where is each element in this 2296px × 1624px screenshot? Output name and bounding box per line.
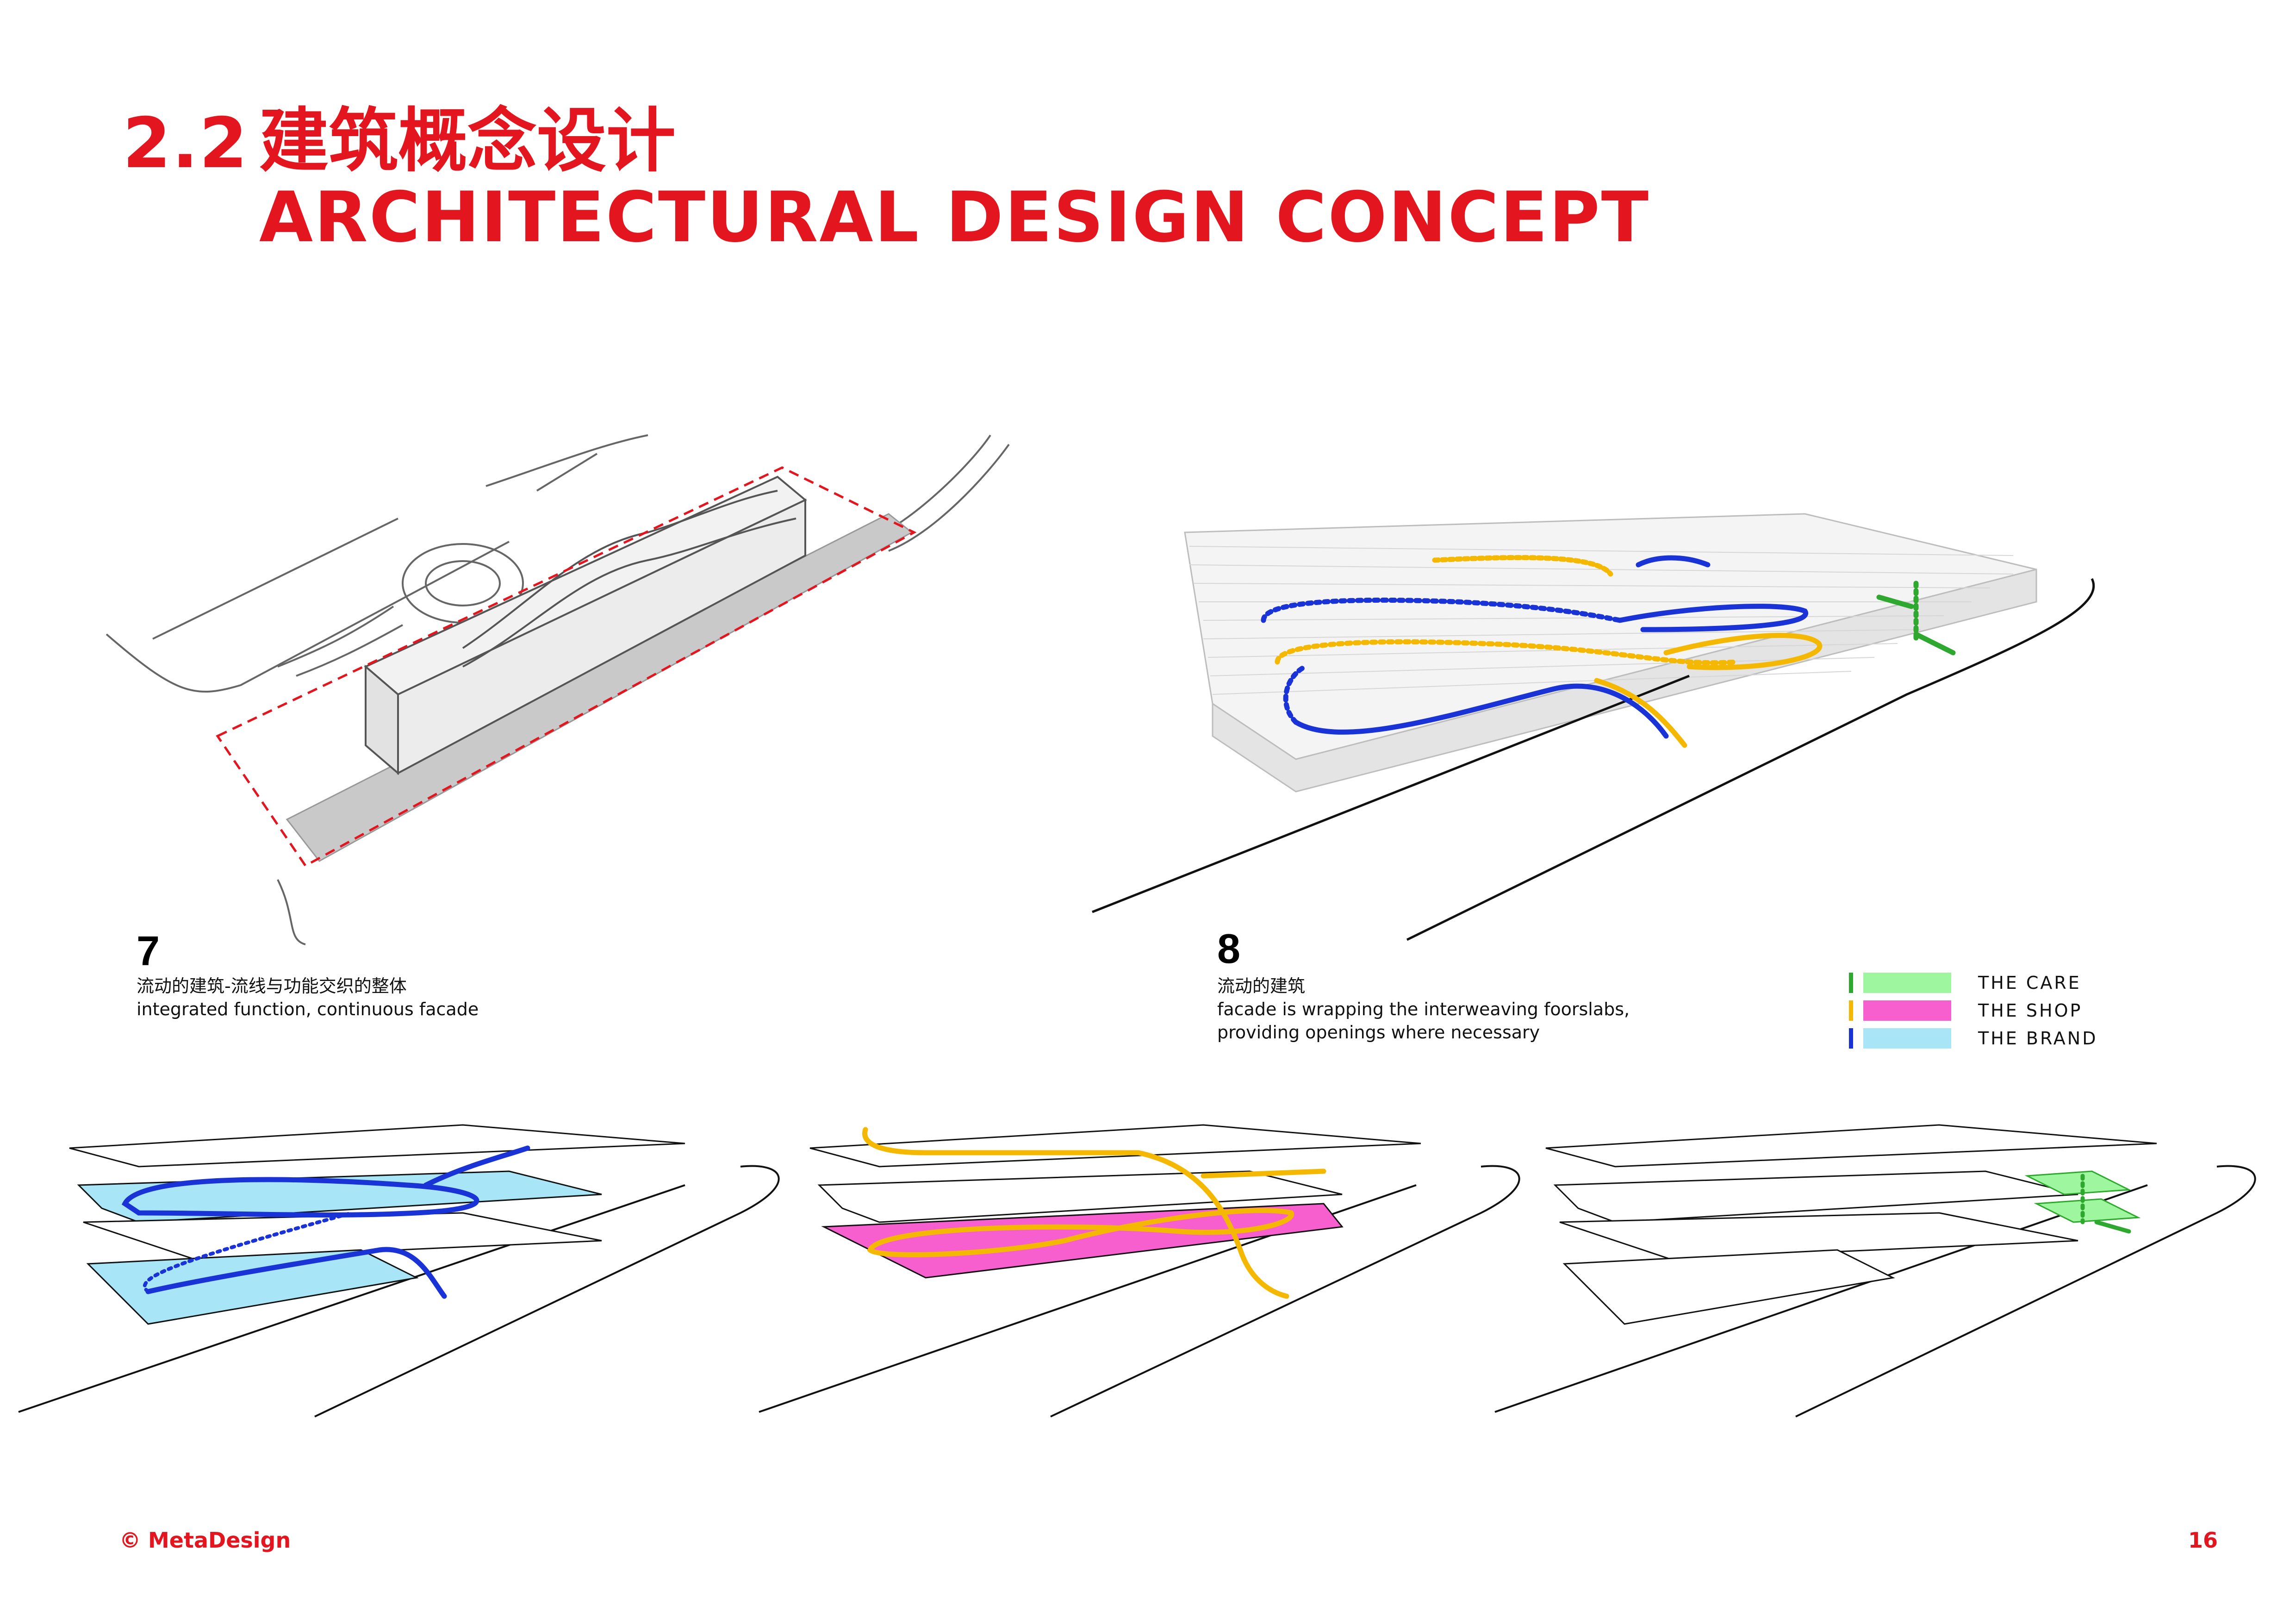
diagram-7-caption-cn: 流动的建筑-流线与功能交织的整体 [137,976,407,996]
legend: THE CARE THE SHOP THE BRAND [1849,970,2098,1051]
legend-item-brand: THE BRAND [1849,1025,2098,1051]
diagram-8-caption-en-1: facade is wrapping the interweaving foor… [1217,999,1630,1019]
legend-swatch-shop [1863,1000,1951,1021]
page-number: 16 [2188,1528,2218,1553]
legend-label-brand: THE BRAND [1978,1028,2098,1049]
page-title-en: ARCHITECTURAL DESIGN CONCEPT [259,177,1650,258]
legend-swatch-brand [1863,1028,1951,1049]
diagram-7-caption-en: integrated function, continuous facade [137,999,479,1019]
legend-item-shop: THE SHOP [1849,998,2098,1024]
legend-tick-brand [1849,1028,1853,1049]
page-title-cn: 建筑概念设计 [259,101,676,181]
diagram-7-number: 7 [137,928,160,974]
legend-tick-care [1849,973,1853,993]
legend-label-care: THE CARE [1978,973,2081,993]
diagram-8-number: 8 [1217,926,1241,972]
legend-swatch-care [1863,973,1951,993]
legend-label-shop: THE SHOP [1978,1000,2083,1021]
diagram-8-caption-cn: 流动的建筑 [1217,976,1306,996]
legend-item-care: THE CARE [1849,970,2098,996]
copyright-footer: © MetaDesign [119,1528,291,1553]
section-number: 2.2 [123,103,249,184]
diagram-8-caption-en-2: providing openings where necessary [1217,1022,1540,1043]
legend-tick-shop [1849,1000,1853,1021]
